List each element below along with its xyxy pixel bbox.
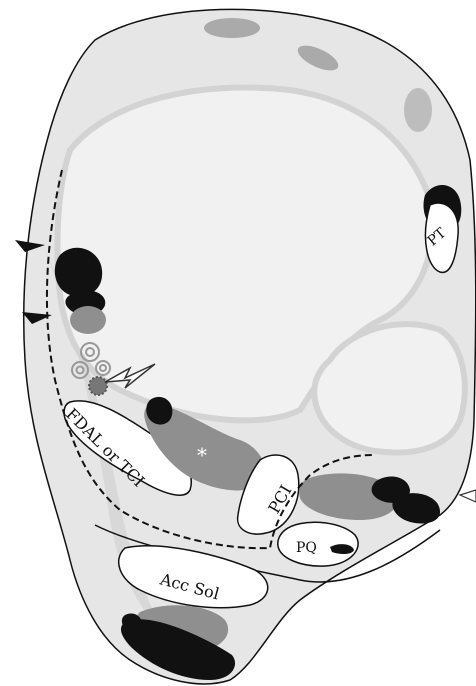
label-star: *: [197, 443, 207, 467]
label-pq: PQ: [296, 540, 317, 556]
top-muscle-3: [404, 88, 432, 132]
tendon-pq: [278, 522, 358, 566]
arrowhead-right-icon: [460, 490, 476, 502]
top-muscle-1: [204, 18, 260, 38]
nerve-icon: [89, 377, 107, 395]
muscle-left: [70, 306, 106, 334]
